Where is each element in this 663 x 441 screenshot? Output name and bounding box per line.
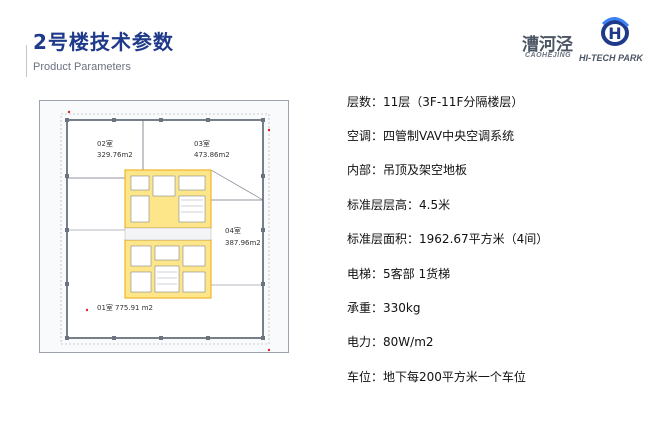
logo-chinese-name: 漕河泾 <box>522 35 573 55</box>
room-01-area: 775.91 m2 <box>115 304 153 312</box>
spec-row-floor-height: 标准层层高：4.5米 <box>347 197 451 212</box>
column-grid <box>65 118 265 340</box>
room-02-area: 329.76m2 <box>97 151 133 159</box>
marker-dots <box>67 110 271 352</box>
spec-row-floor-area: 标准层面积：1962.67平方米（4间） <box>347 232 549 247</box>
spec-row-parking: 车位：地下每200平方米一个车位 <box>347 369 526 384</box>
logo-letter: H <box>608 24 621 43</box>
title-divider <box>26 45 27 77</box>
page-subtitle: Product Parameters <box>33 61 131 73</box>
spec-row-hvac: 空调：四管制VAV中央空调系统 <box>347 129 515 144</box>
room-03-area: 473.86m2 <box>194 151 230 159</box>
spec-row-floors: 层数：11层（3F-11F分隔楼层） <box>347 94 524 109</box>
logo-english-line1: CAOHEJING <box>525 52 572 59</box>
spec-row-power: 电力：80W/m2 <box>347 334 434 350</box>
partition-line <box>210 169 264 201</box>
spec-row-interior: 内部：吊顶及架空地板 <box>347 163 468 178</box>
room-02-name: 02室 <box>97 139 113 148</box>
room-04-name: 04室 <box>225 226 241 235</box>
spec-row-load: 承重：330kg <box>347 300 421 316</box>
room-03-name: 03室 <box>194 139 210 148</box>
floor-plan: 02室 329.76m2 03室 473.86m2 04室 387.96m2 0… <box>60 110 271 352</box>
page-title: 2号楼技术参数 <box>33 30 174 54</box>
curtain-wall <box>60 113 270 345</box>
spec-row-elevators: 电梯：5客部 1货梯 <box>347 266 451 281</box>
room-01-label: 01室 <box>97 303 113 312</box>
room-04-area: 387.96m2 <box>225 239 261 247</box>
spec-list: 层数：11层（3F-11F分隔楼层） 空调：四管制VAV中央空调系统 内部：吊顶… <box>347 84 647 394</box>
logo-mark-icon: H <box>601 17 630 46</box>
logo-english-line2: HI-TECH PARK <box>579 53 643 63</box>
